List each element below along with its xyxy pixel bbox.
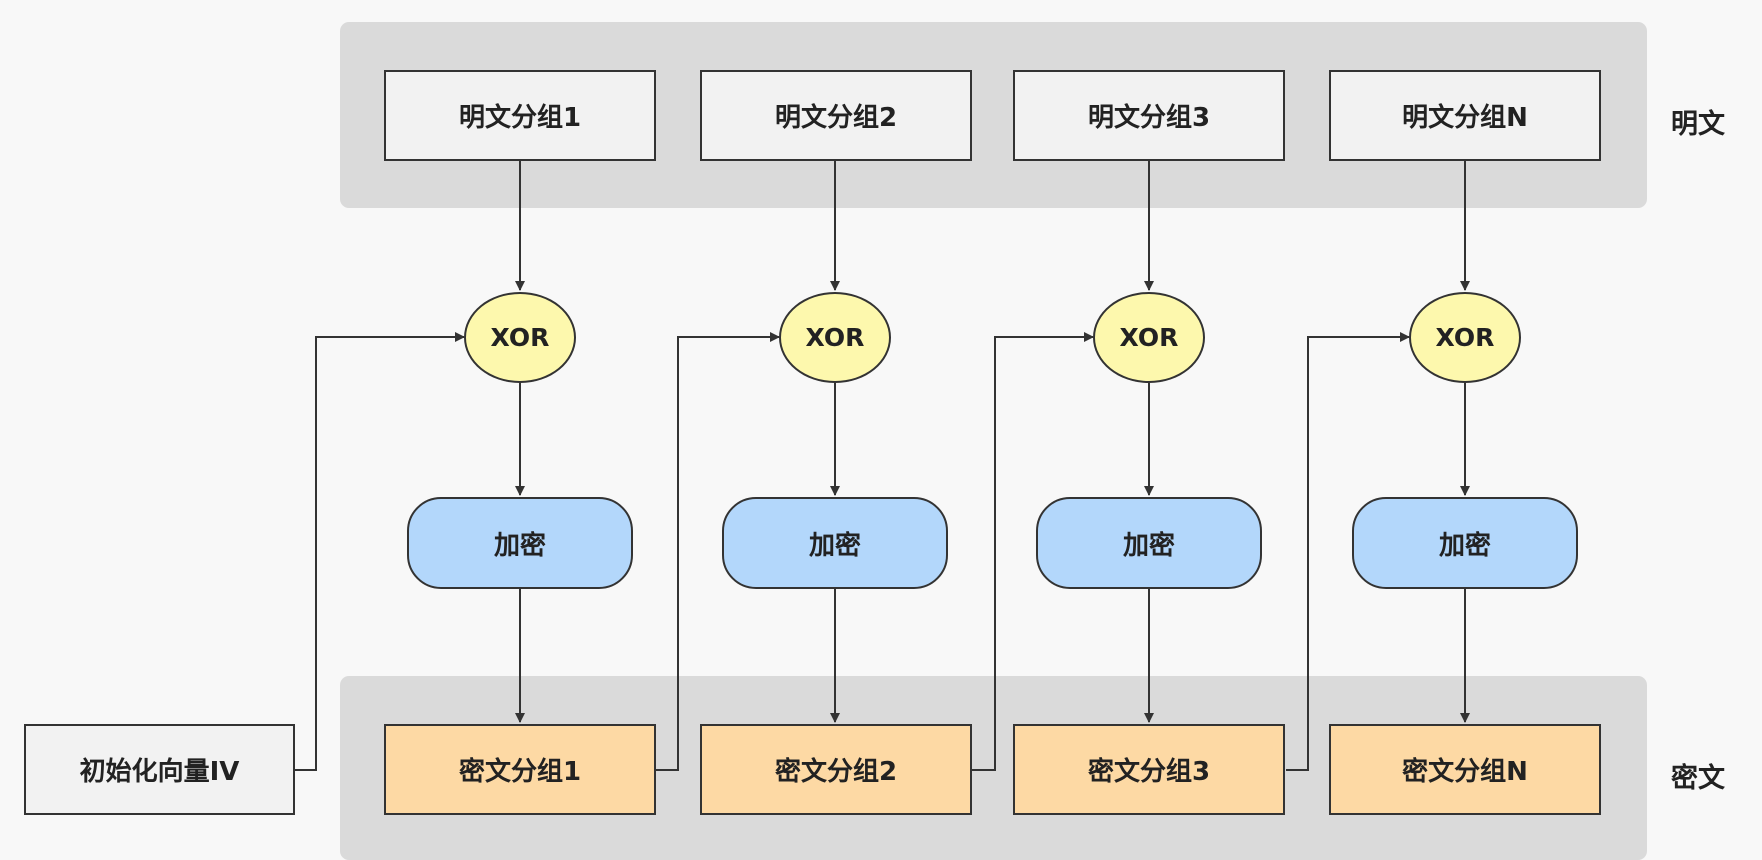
plaintext-block-1: 明文分组1: [384, 70, 656, 161]
plaintext-block-3: 明文分组3: [1013, 70, 1285, 161]
ciphertext-block-3: 密文分组3: [1013, 724, 1285, 815]
xor-node-2: XOR: [779, 292, 891, 383]
xor-node-n: XOR: [1409, 292, 1521, 383]
xor-node-1: XOR: [464, 292, 576, 383]
plaintext-block-n: 明文分组N: [1329, 70, 1601, 161]
initialization-vector-block: 初始化向量IV: [24, 724, 295, 815]
arrow-cipher-2-to-xor-3: [972, 332, 1094, 771]
encrypt-node-3: 加密: [1036, 497, 1262, 589]
encrypt-node-n: 加密: [1352, 497, 1578, 589]
arrow-cipher-3-to-xor-n: [1286, 332, 1410, 771]
xor-node-3: XOR: [1093, 292, 1205, 383]
plaintext-row-label: 明文: [1671, 109, 1725, 140]
encrypt-node-1: 加密: [407, 497, 633, 589]
ciphertext-block-2: 密文分组2: [700, 724, 972, 815]
ciphertext-block-n: 密文分组N: [1329, 724, 1601, 815]
ciphertext-row-label: 密文: [1671, 763, 1725, 794]
arrow-cipher-1-to-xor-2: [656, 332, 780, 771]
encrypt-node-2: 加密: [722, 497, 948, 589]
plaintext-block-2: 明文分组2: [700, 70, 972, 161]
arrow-iv-to-xor-1: [295, 332, 465, 771]
ciphertext-block-1: 密文分组1: [384, 724, 656, 815]
